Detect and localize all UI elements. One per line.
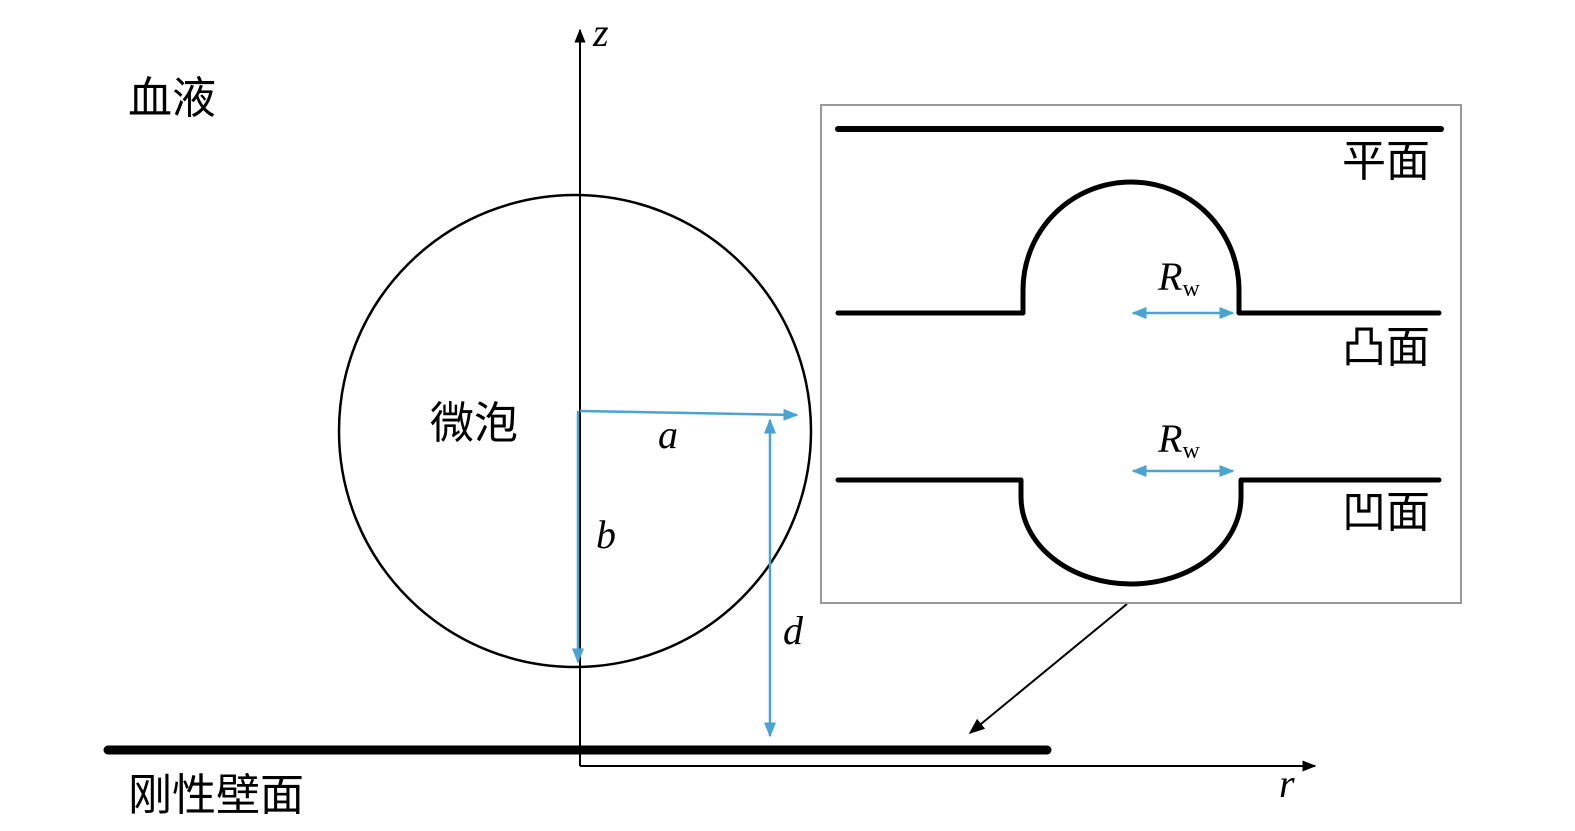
convex-rw-label: Rw [1157, 254, 1200, 302]
microbubble-circle [337, 193, 813, 669]
dimension-d-label: d [783, 608, 804, 653]
dimension-b-label: b [596, 512, 616, 557]
convex-surface-line [835, 179, 1442, 316]
dimension-a-label: a [658, 412, 678, 457]
convex-surface-label: 凸面 [1342, 322, 1430, 373]
concave-surface-label: 凹面 [1342, 487, 1430, 538]
callout-arrow [968, 603, 1128, 735]
inset-box [820, 104, 1462, 604]
concave-rw-label: Rw [1157, 416, 1200, 464]
dimension-a-arrow [579, 408, 799, 421]
concave-surface-line [835, 477, 1442, 587]
fluid-label: 血液 [128, 73, 216, 124]
microbubble-label: 微泡 [430, 398, 518, 449]
rigid-wall-label: 刚性壁面 [128, 770, 304, 821]
z-axis-label: z [592, 10, 609, 55]
r-axis-label: r [1279, 761, 1295, 806]
flat-surface-label: 平面 [1342, 136, 1430, 187]
